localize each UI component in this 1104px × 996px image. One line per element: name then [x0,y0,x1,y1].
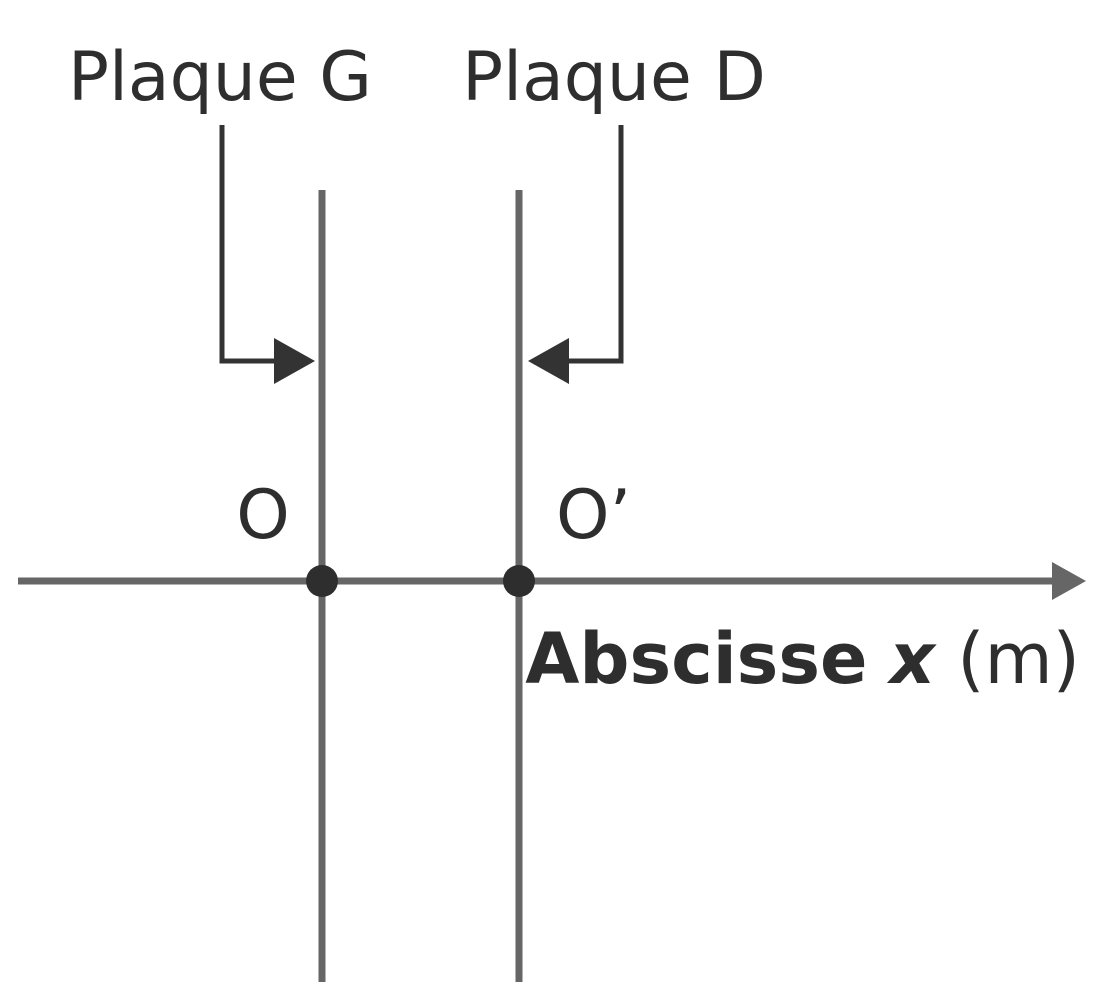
plate-d-leader [562,125,624,364]
axis-title-unit: (m) [957,618,1080,700]
axis-title-gap-2 [935,618,957,700]
plate-g-leader [219,125,282,364]
point-o-dot [306,565,338,597]
x-axis-arrowhead [1052,562,1086,600]
plate-d-arrowhead [528,338,569,384]
point-o-prime-dot [503,565,535,597]
axis-title-variable: x [887,618,937,700]
axis-title-word: Abscisse [525,618,867,700]
plate-d-label: Plaque D [462,38,766,117]
plate-g-label: Plaque G [68,38,372,117]
point-o-prime-label: O’ [556,476,631,555]
axis-title: Abscisse x (m) [525,618,1080,700]
plate-g-arrowhead [274,338,315,384]
axis-title-gap-1 [868,618,890,700]
point-o-label: O [236,476,290,555]
